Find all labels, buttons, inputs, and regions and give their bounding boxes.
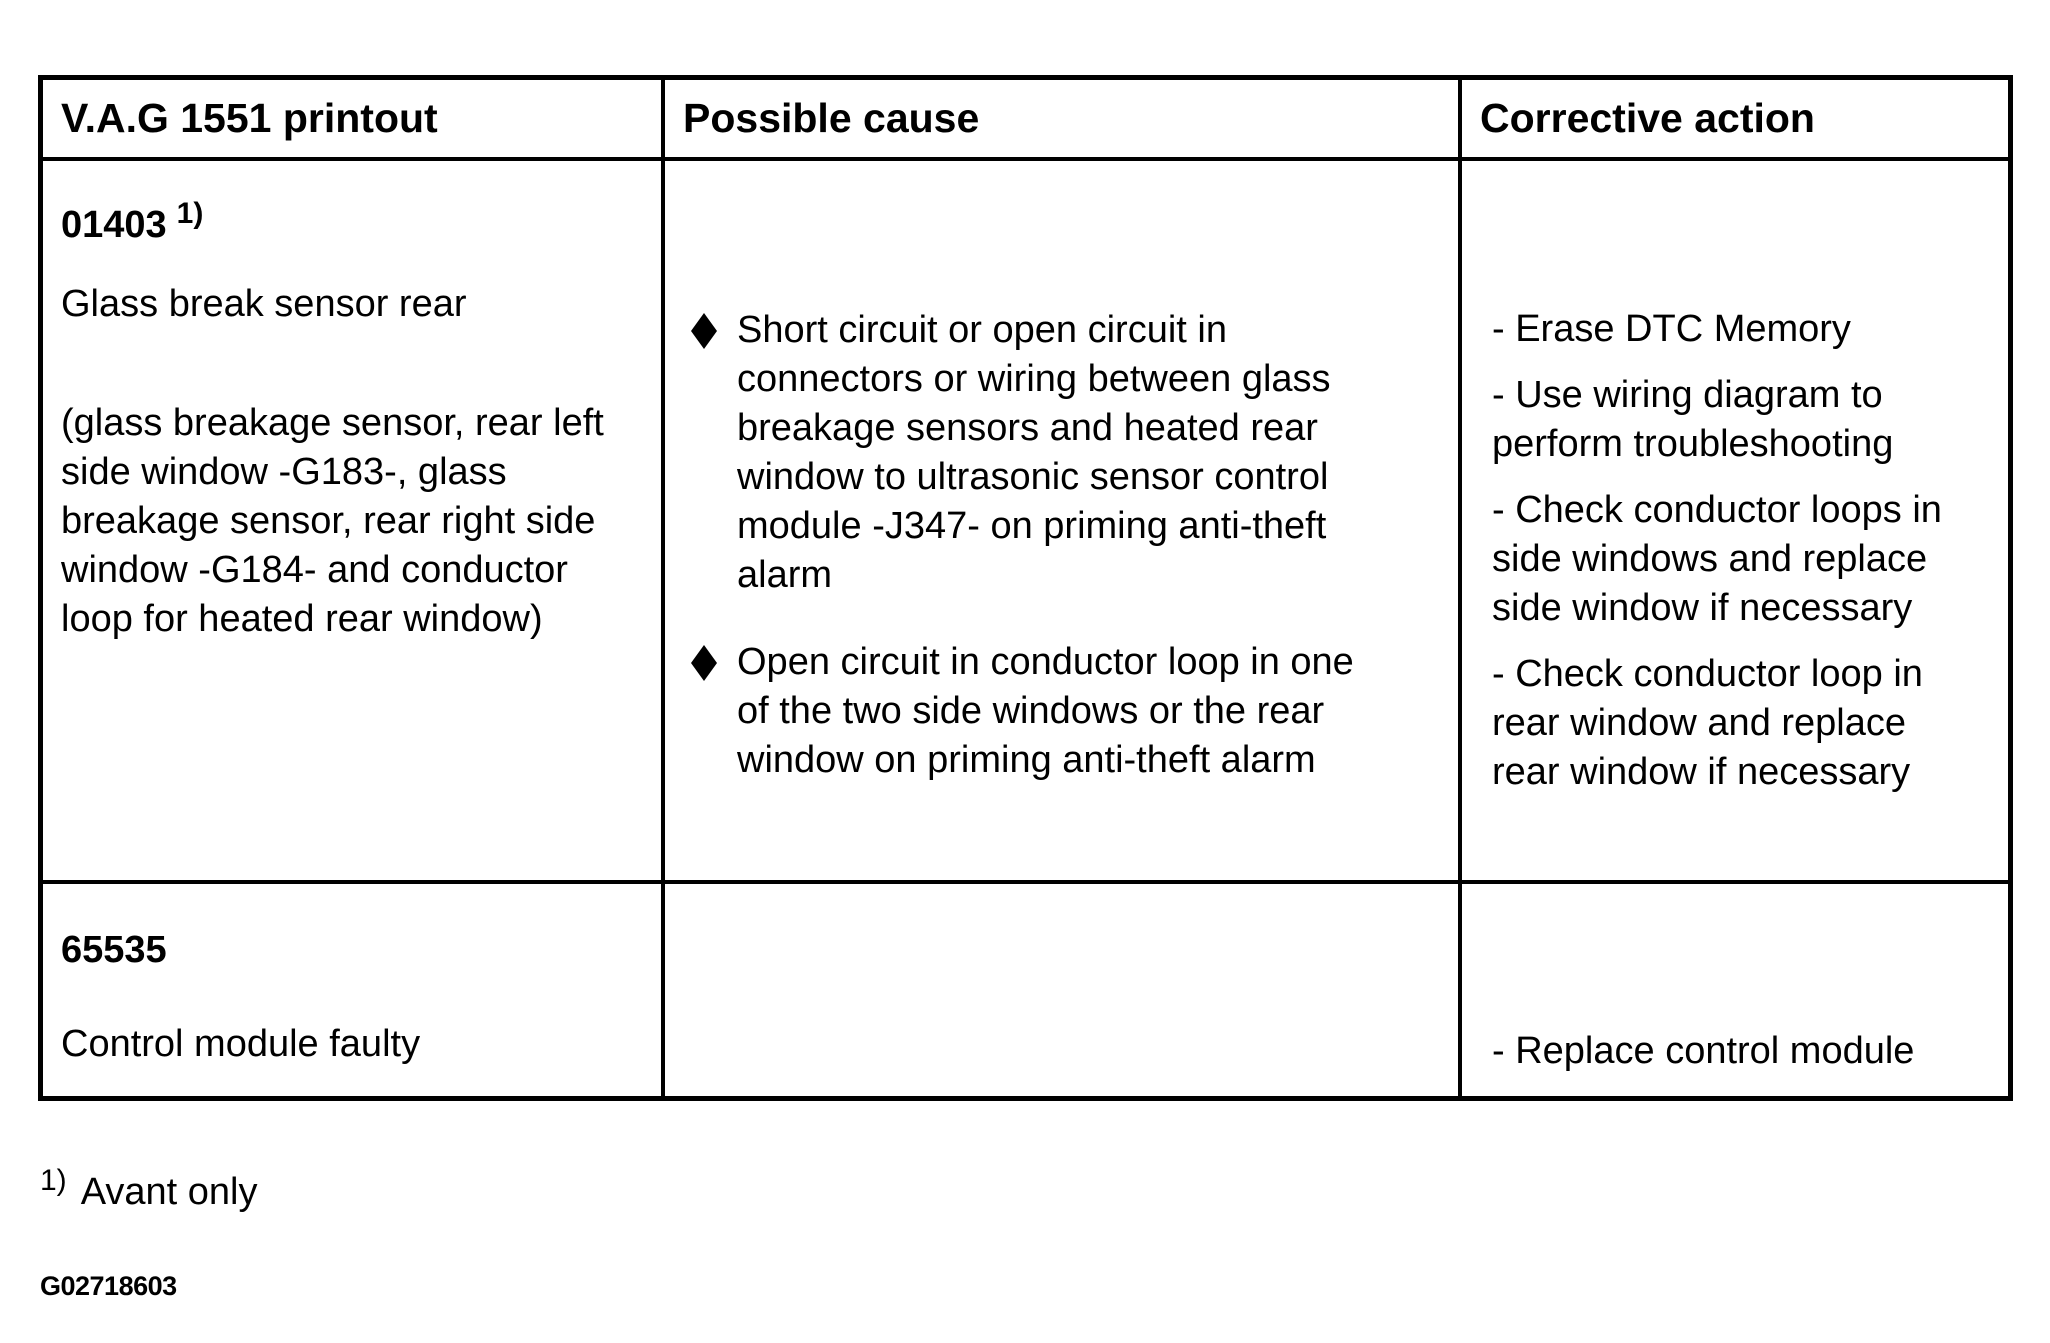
action-list-item: - Replace control module <box>1492 1030 1915 1072</box>
printout-cell-01403: 01403 1) Glass break sensor rear (glass b… <box>43 161 665 884</box>
figure-id: G02718603 <box>40 1271 177 1301</box>
column-header-vag-printout: V.A.G 1551 printout <box>43 80 665 161</box>
dtc-code: 01403 1) <box>61 197 647 252</box>
diamond-bullet-icon <box>691 645 717 681</box>
cause-list-item: Short circuit or open circuit in connect… <box>691 306 1438 600</box>
column-header-label: Corrective action <box>1480 95 1815 141</box>
possible-cause-cell-65535 <box>665 884 1462 1096</box>
printout-cell-65535: 65535 Control module faulty <box>43 884 665 1096</box>
cause-text: Short circuit or open circuit in connect… <box>737 309 1331 596</box>
column-header-label: Possible cause <box>683 95 980 141</box>
cause-text: Open circuit in conductor loop in one of… <box>737 641 1354 781</box>
dtc-title: Control module faulty <box>61 1023 421 1065</box>
cause-list-item: Open circuit in conductor loop in one of… <box>691 638 1438 785</box>
column-header-corrective-action: Corrective action <box>1462 80 2008 161</box>
footnote-reference: 1) <box>176 197 204 230</box>
diamond-bullet-icon <box>691 313 717 349</box>
column-header-label: V.A.G 1551 printout <box>61 95 438 141</box>
action-list-item: - Erase DTC Memory <box>1492 308 1851 350</box>
dtc-table: V.A.G 1551 printout Possible cause Corre… <box>38 75 2013 1101</box>
column-header-possible-cause: Possible cause <box>665 80 1462 161</box>
dtc-code: 65535 <box>61 926 647 975</box>
corrective-action-cell-01403: - Erase DTC Memory - Use wiring diagram … <box>1462 161 2008 884</box>
footnote: 1) Avant only <box>40 1164 258 1219</box>
action-list-item: - Check conductor loop in rear window an… <box>1492 653 1923 793</box>
action-list-item: - Use wiring diagram to perform troubles… <box>1492 374 1894 465</box>
corrective-action-cell-65535: - Replace control module <box>1462 884 2008 1096</box>
footnote-text: Avant only <box>80 1171 258 1213</box>
possible-cause-cell-01403: Short circuit or open circuit in connect… <box>665 161 1462 884</box>
action-list-item: - Check conductor loops in side windows … <box>1492 489 1942 629</box>
dtc-code-number: 01403 <box>61 204 167 246</box>
footnote-marker: 1) <box>40 1164 67 1197</box>
dtc-code-number: 65535 <box>61 929 167 971</box>
dtc-title: Glass break sensor rear <box>61 283 467 325</box>
dtc-description: (glass breakage sensor, rear left side w… <box>61 402 604 640</box>
